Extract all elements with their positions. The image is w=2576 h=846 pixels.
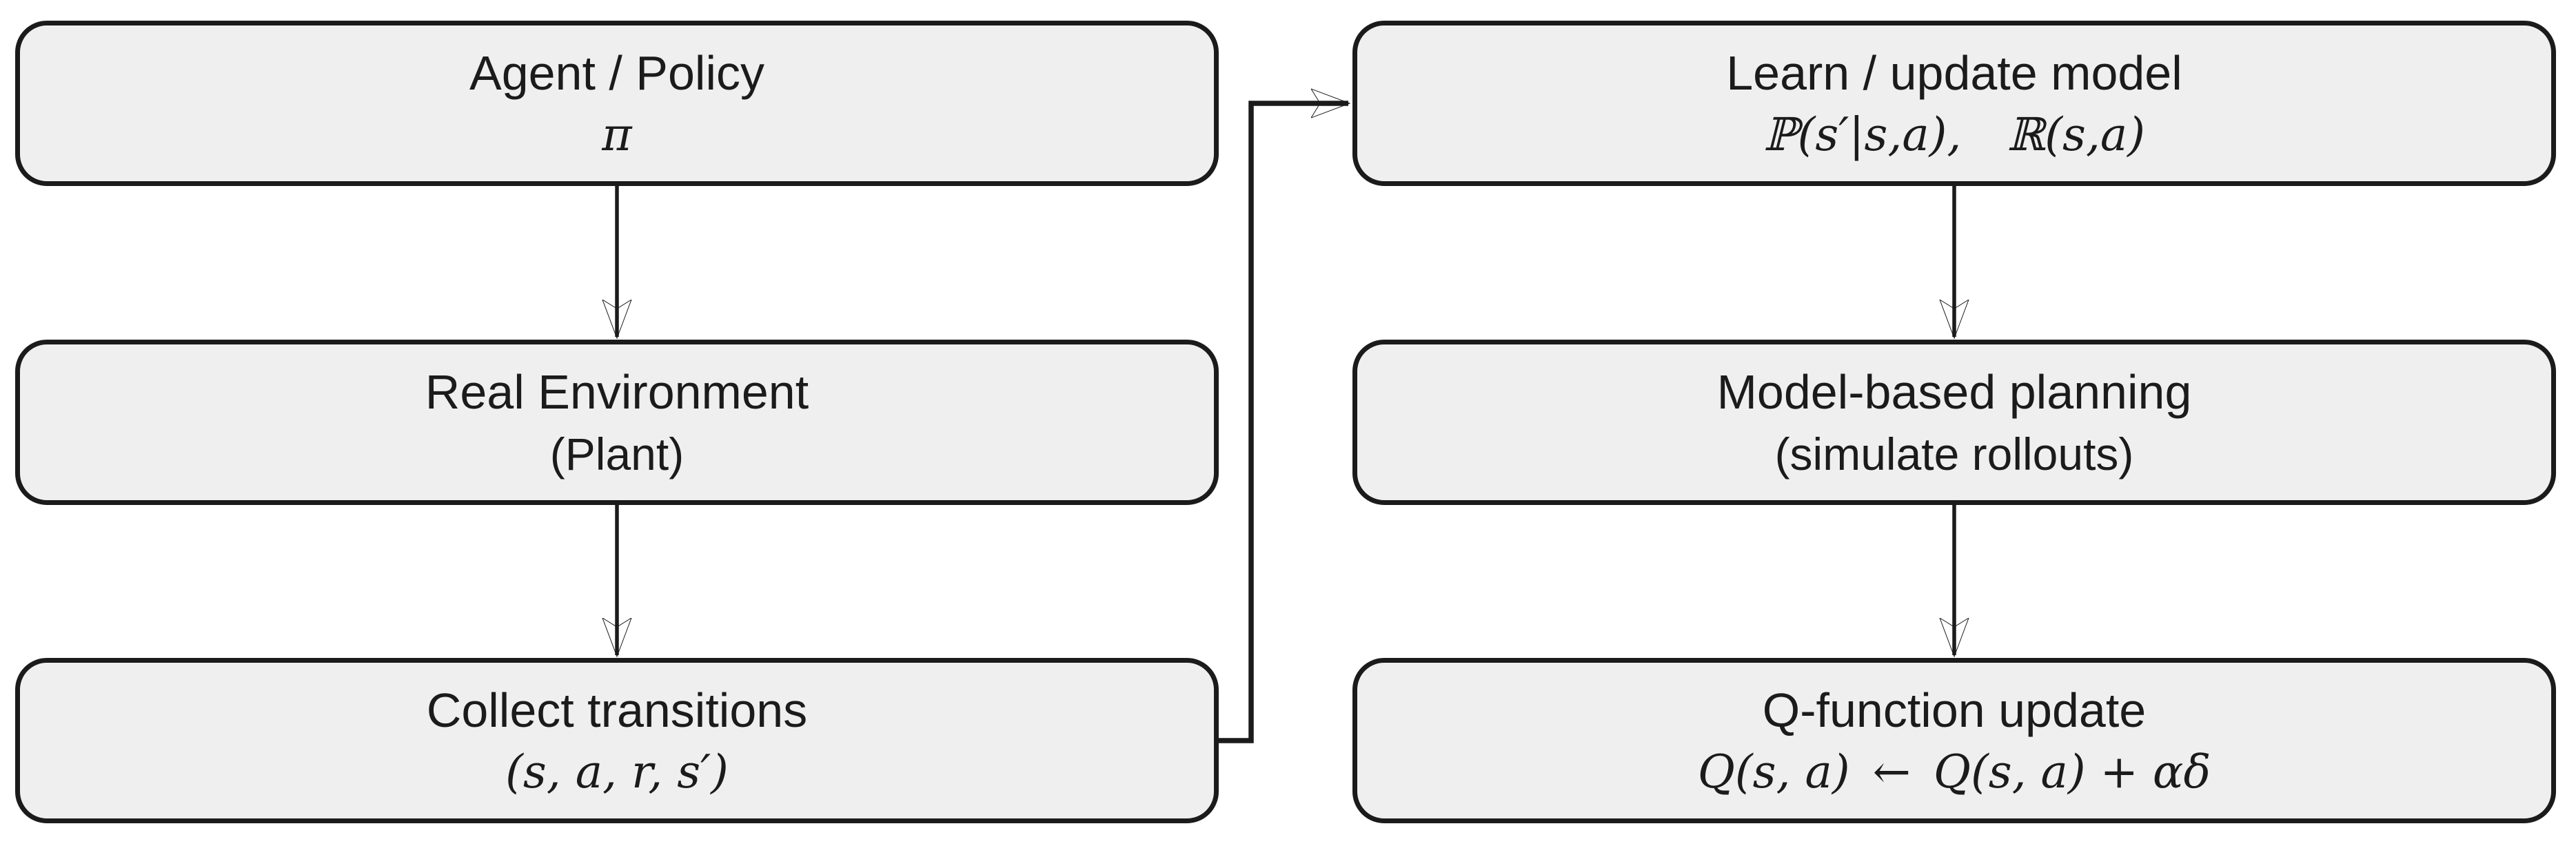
node-collect-transitions: Collect transitions (s, a, r, s′): [15, 658, 1219, 823]
node-q-function-update: Q-function update Q(s, a) ← Q(s, a) + αδ: [1352, 658, 2556, 823]
node-model-based-planning-title: Model-based planning: [1716, 365, 2192, 419]
node-agent-policy-formula: π: [602, 108, 632, 161]
node-q-function-update-title: Q-function update: [1762, 683, 2147, 737]
node-model-based-planning: Model-based planning (simulate rollouts): [1352, 340, 2556, 505]
node-learn-update-model-formula: ℙ(s′|s,a), ℝ(s,a): [1763, 108, 2145, 161]
node-learn-update-model-title: Learn / update model: [1726, 46, 2182, 100]
node-collect-transitions-formula: (s, a, r, s′): [505, 745, 729, 798]
node-real-environment-subtitle: (Plant): [549, 429, 684, 479]
node-agent-policy-title: Agent / Policy: [469, 46, 764, 100]
node-q-function-update-formula: Q(s, a) ← Q(s, a) + αδ: [1697, 745, 2211, 798]
node-real-environment: Real Environment (Plant): [15, 340, 1219, 505]
node-model-based-planning-subtitle: (simulate rollouts): [1774, 429, 2134, 479]
node-collect-transitions-title: Collect transitions: [426, 683, 808, 737]
node-learn-update-model: Learn / update model ℙ(s′|s,a), ℝ(s,a): [1352, 21, 2556, 186]
arrow-collect-to-learn-model: [1219, 103, 1348, 743]
node-real-environment-title: Real Environment: [425, 365, 809, 419]
node-agent-policy: Agent / Policy π: [15, 21, 1219, 186]
